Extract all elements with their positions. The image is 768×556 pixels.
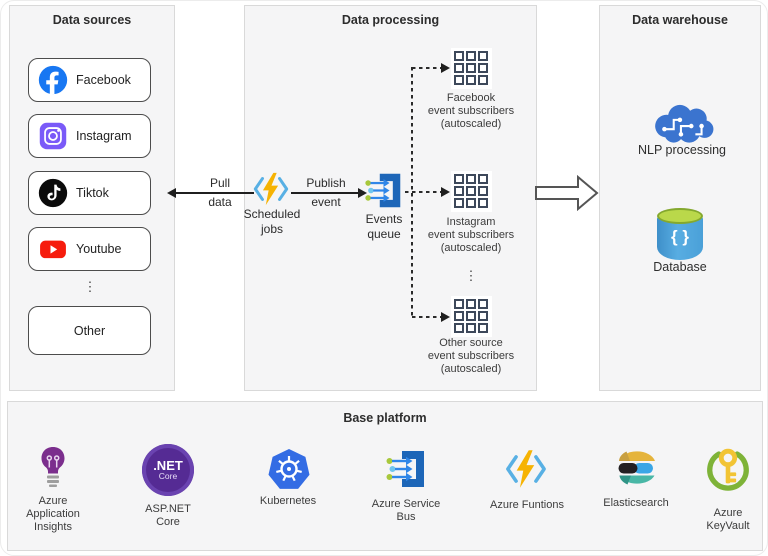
azure-service-bus-icon: [386, 451, 424, 487]
source-card-other: Other: [28, 306, 151, 355]
aspnet-core-label-line2: Core: [156, 516, 180, 528]
facebook-subscribers-label-line1: Facebook: [446, 92, 496, 104]
facebook-subscribers-grid-icon: [451, 48, 492, 89]
source-card-instagram: Instagram: [28, 114, 151, 158]
service-bus-label-line1: Azure Service: [371, 498, 441, 510]
app-insights-label-line2: Application: [26, 508, 80, 520]
dotnet-badge-text: .NET: [153, 458, 183, 473]
database-label: Database: [653, 260, 707, 274]
instagram-subscribers-label-line3: (autoscaled): [440, 242, 502, 254]
scheduled-jobs-label-line2: jobs: [260, 222, 283, 236]
data-sources-title: Data sources: [52, 13, 132, 27]
publish-arrowhead: [358, 188, 367, 198]
app-insights-label-line3: Insights: [34, 521, 72, 533]
source-card-facebook: Facebook: [28, 58, 151, 102]
azure-functions-icon: [506, 450, 546, 488]
kubernetes-label-line1: Kubernetes: [259, 495, 317, 507]
fanout-dashed-line-other: [412, 316, 441, 318]
publish-label-line1: Publish: [306, 176, 346, 190]
other-subscribers-label-line2: event subscribers: [427, 350, 515, 362]
kubernetes-icon: [268, 449, 310, 489]
instagram-subscribers-grid-icon: [451, 171, 492, 212]
base-platform-title: Base platform: [343, 411, 427, 425]
publish-arrow-line: [291, 192, 359, 194]
fanout-arrowhead-other: [441, 312, 450, 322]
other-subscribers-label-line3: (autoscaled): [440, 363, 502, 375]
database-braces-glyph: { }: [671, 227, 689, 246]
keyvault-label-line2: KeyVault: [706, 520, 750, 532]
aspnet-core-label-line1: ASP.NET: [145, 503, 191, 515]
events-queue-icon: [365, 173, 401, 208]
pull-label-line2: data: [208, 195, 232, 209]
pull-arrowhead: [167, 188, 176, 198]
publish-label-line2: event: [311, 195, 341, 209]
facebook-icon: [38, 65, 68, 95]
fanout-arrowhead-instagram: [441, 187, 450, 197]
pull-label-line1: Pull: [209, 176, 230, 190]
fanout-dashed-line-instagram: [405, 191, 441, 193]
data-processing-title: Data processing: [341, 13, 440, 27]
source-card-youtube: Youtube: [28, 227, 151, 271]
elasticsearch-label-line1: Elasticsearch: [603, 497, 669, 509]
instagram-icon: [39, 122, 67, 150]
other-subscribers-label-line1: Other source: [439, 337, 503, 349]
source-label: Instagram: [76, 129, 132, 143]
instagram-subscribers-label-line1: Instagram: [446, 216, 496, 228]
facebook-subscribers-label-line2: event subscribers: [427, 105, 515, 117]
youtube-icon: [40, 240, 66, 259]
events-queue-label-line1: Events: [365, 212, 403, 226]
keyvault-label-line1: Azure: [713, 507, 743, 519]
subscribers-ellipsis: ⋮: [464, 268, 478, 283]
azure-keyvault-icon: [707, 448, 749, 491]
nlp-brain-icon: [655, 104, 714, 143]
fanout-dashed-line-facebook: [412, 67, 441, 69]
processing-to-warehouse-arrow: [535, 175, 599, 211]
dotnet-core-icon: .NET Core: [142, 444, 194, 496]
fanout-arrowhead-facebook: [441, 63, 450, 73]
app-insights-icon: [41, 447, 65, 487]
service-bus-label-line2: Bus: [396, 511, 416, 523]
pull-arrow-line: [176, 192, 254, 194]
facebook-subscribers-label-line3: (autoscaled): [440, 118, 502, 130]
data-warehouse-title: Data warehouse: [632, 13, 728, 27]
nlp-processing-label: NLP processing: [637, 143, 726, 157]
source-label: Facebook: [76, 73, 131, 87]
source-label: Other: [73, 323, 106, 338]
elasticsearch-icon: [618, 451, 655, 485]
scheduled-jobs-label-line1: Scheduled: [243, 207, 301, 221]
azure-functions-label-line1: Azure Funtions: [490, 499, 564, 511]
source-label: Tiktok: [76, 186, 109, 200]
source-card-tiktok: Tiktok: [28, 171, 151, 215]
scheduled-jobs-icon: [253, 172, 289, 206]
source-label: Youtube: [76, 242, 122, 256]
app-insights-label-line1: Azure: [38, 495, 68, 507]
dotnet-badge-subtext: Core: [158, 471, 178, 481]
database-icon: { }: [657, 208, 703, 260]
other-subscribers-grid-icon: [451, 296, 492, 337]
instagram-subscribers-label-line2: event subscribers: [427, 229, 515, 241]
data-warehouse-panel: Data warehouse: [599, 5, 761, 391]
events-queue-label-line2: queue: [367, 227, 401, 241]
tiktok-icon: [38, 178, 68, 208]
sources-ellipsis: ⋮: [83, 279, 97, 294]
